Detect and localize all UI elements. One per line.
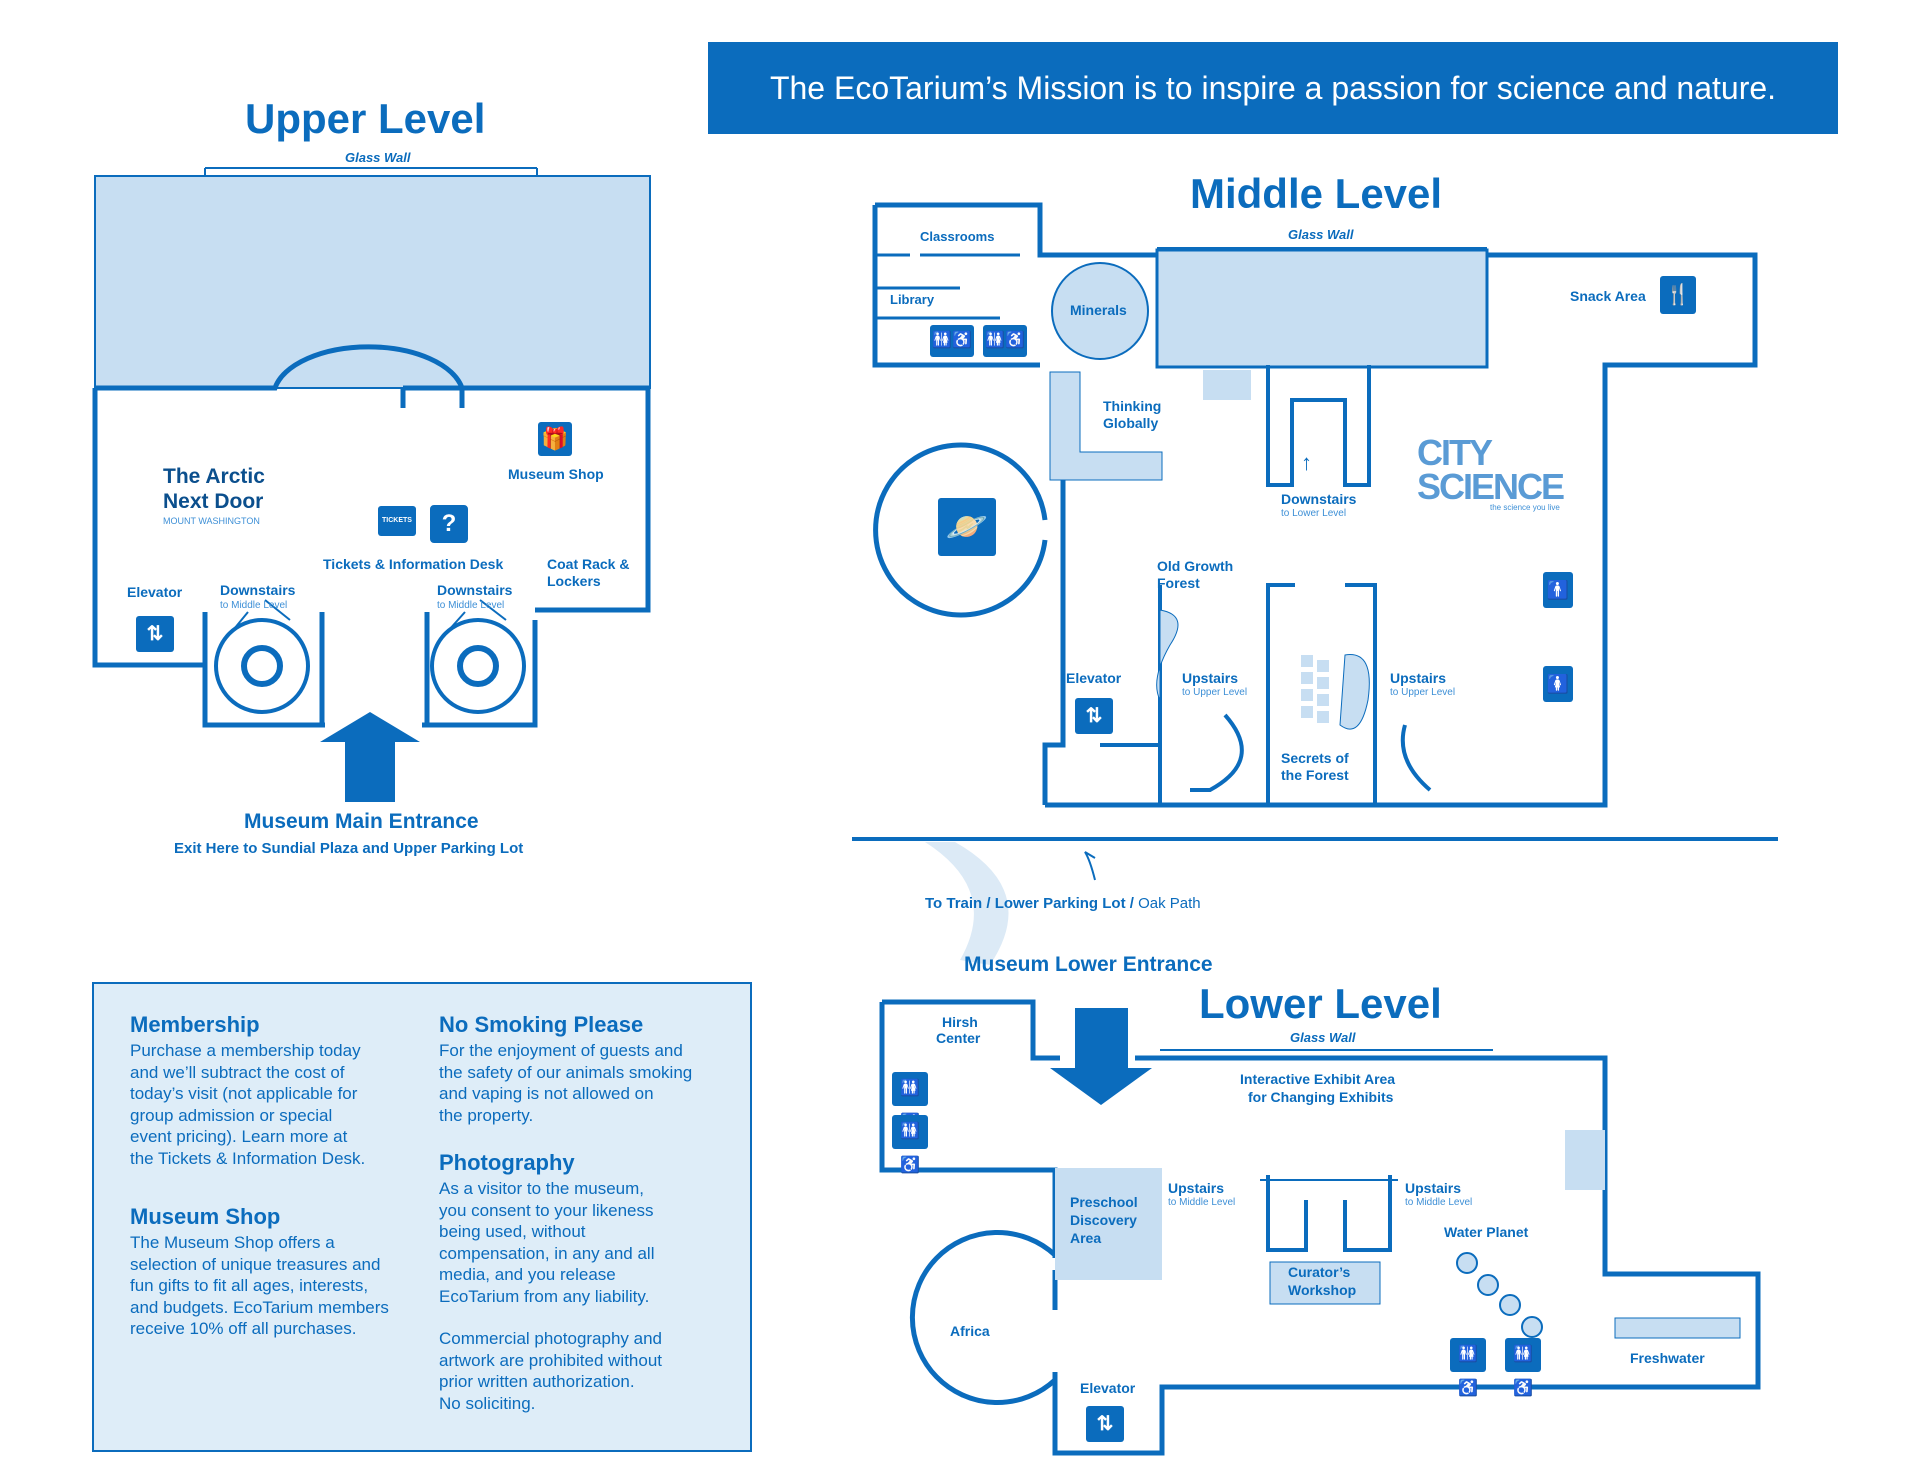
preschool-label-2: Discovery: [1070, 1212, 1137, 1228]
lower-entrance-label: Museum Lower Entrance: [964, 953, 1213, 976]
arctic-logo-line2: Next Door: [163, 490, 264, 513]
secrets-forest-label-1: Secrets of: [1281, 750, 1349, 766]
old-growth-label-1: Old Growth: [1157, 558, 1234, 574]
upper-downstairs-right-label: Downstairs: [437, 582, 513, 598]
to-train-path: Oak Path: [1138, 895, 1201, 912]
elevator-icon: ⇅: [1075, 698, 1113, 734]
restroom-man-icon: 🚹: [1543, 572, 1573, 608]
shop-title: Museum Shop: [130, 1204, 281, 1229]
middle-downstairs-label: Downstairs: [1281, 491, 1357, 507]
secrets-forest-label-2: the Forest: [1281, 767, 1349, 783]
lower-elevator-label: Elevator: [1080, 1380, 1136, 1396]
thinking-globally-label-2: Globally: [1103, 415, 1159, 431]
interactive-exhibit-label-2: for Changing Exhibits: [1248, 1089, 1394, 1105]
up-arrow-icon: ↑: [1301, 450, 1312, 475]
upper-glass-area: [94, 175, 651, 389]
curators-workshop-label-1: Curator’s: [1288, 1264, 1351, 1280]
restroom-icon: 🚻♿: [983, 325, 1027, 357]
thinking-globally-label-1: Thinking: [1103, 398, 1162, 414]
photography-title: Photography: [439, 1150, 575, 1175]
mission-banner: The EcoTarium’s Mission is to inspire a …: [708, 42, 1838, 134]
city-science-logo-line1: CITY: [1417, 432, 1493, 473]
coat-rack-label-1: Coat Rack &: [547, 556, 630, 572]
museum-shop-label: Museum Shop: [508, 466, 604, 482]
gift-icon: 🎁: [538, 422, 572, 456]
lower-level-title: Lower Level: [1199, 980, 1442, 1027]
restroom-icon: 🚻♿: [1505, 1338, 1541, 1397]
middle-downstairs-sub: to Lower Level: [1281, 508, 1347, 519]
upper-glass-wall-label: Glass Wall: [345, 150, 411, 165]
fork-knife-icon: 🍴: [1660, 276, 1696, 314]
arctic-logo-line1: The Arctic: [163, 465, 265, 488]
middle-upstairs-left-label: Upstairs: [1182, 670, 1239, 686]
middle-glass-wall-label: Glass Wall: [1288, 227, 1354, 242]
mission-text: The EcoTarium’s Mission is to inspire a …: [769, 70, 1777, 106]
library-label: Library: [890, 292, 935, 307]
middle-elevator-label: Elevator: [1066, 670, 1122, 686]
upper-downstairs-right-sub: to Middle Level: [437, 600, 505, 611]
preschool-label-3: Area: [1070, 1230, 1102, 1246]
upper-level-title: Upper Level: [245, 95, 486, 142]
preschool-label-1: Preschool: [1070, 1194, 1138, 1210]
lower-glass-wall-label: Glass Wall: [1290, 1030, 1356, 1045]
main-entrance-sub: Exit Here to Sundial Plaza and Upper Par…: [174, 840, 524, 857]
snack-area-label: Snack Area: [1570, 288, 1646, 304]
lower-upstairs-left-label: Upstairs: [1168, 1180, 1225, 1196]
tickets-desk-label: Tickets & Information Desk: [323, 556, 504, 572]
classrooms-label: Classrooms: [920, 229, 995, 244]
curators-workshop-label-2: Workshop: [1288, 1282, 1357, 1298]
coat-rack-label-2: Lockers: [547, 573, 601, 589]
hirsh-center-label-2: Center: [936, 1030, 981, 1046]
africa-label: Africa: [950, 1323, 990, 1339]
middle-upstairs-left-sub: to Upper Level: [1182, 687, 1248, 698]
membership-title: Membership: [130, 1012, 260, 1037]
interactive-exhibit-label-1: Interactive Exhibit Area: [1240, 1071, 1396, 1087]
city-science-tagline: the science you live: [1490, 503, 1560, 512]
restroom-icon: 🚻♿: [1450, 1338, 1486, 1397]
tickets-icon: TICKETS: [378, 506, 416, 536]
hirsh-center-label-1: Hirsh: [942, 1014, 978, 1030]
middle-upstairs-right-sub: to Upper Level: [1390, 687, 1456, 698]
no-smoking-title: No Smoking Please: [439, 1012, 644, 1037]
photography-text: As a visitor to the museum,you consent t…: [439, 1179, 655, 1306]
information-icon: ?: [430, 505, 468, 543]
city-science-logo-line2: SCIENCE: [1417, 466, 1565, 507]
upper-elevator-label: Elevator: [127, 584, 183, 600]
elevator-icon: ⇅: [1086, 1406, 1124, 1442]
elevator-icon: ⇅: [136, 616, 174, 652]
water-planet-label: Water Planet: [1444, 1224, 1529, 1240]
lower-upstairs-right-label: Upstairs: [1405, 1180, 1462, 1196]
restroom-icon: 🚻♿: [892, 1072, 928, 1131]
restroom-woman-icon: 🚺: [1543, 666, 1573, 702]
upper-downstairs-left-sub: to Middle Level: [220, 600, 288, 611]
to-train-label: To Train / Lower Parking Lot / Oak Path: [925, 895, 1201, 912]
lower-upstairs-left-sub: to Middle Level: [1168, 1197, 1236, 1208]
minerals-label: Minerals: [1070, 302, 1127, 318]
arctic-logo-sub: MOUNT WASHINGTON: [163, 516, 260, 526]
upper-downstairs-left-label: Downstairs: [220, 582, 296, 598]
restroom-icon: 🚻♿: [892, 1115, 928, 1174]
lower-upstairs-right-sub: to Middle Level: [1405, 1197, 1473, 1208]
restroom-icon: 🚻♿: [930, 325, 974, 357]
middle-level-title: Middle Level: [1190, 170, 1443, 217]
to-train-main: To Train / Lower Parking Lot /: [925, 895, 1139, 912]
planet-icon: 🪐: [938, 498, 996, 556]
freshwater-label: Freshwater: [1630, 1350, 1705, 1366]
middle-upstairs-right-label: Upstairs: [1390, 670, 1447, 686]
old-growth-label-2: Forest: [1157, 575, 1200, 591]
main-entrance-label: Museum Main Entrance: [244, 810, 479, 833]
